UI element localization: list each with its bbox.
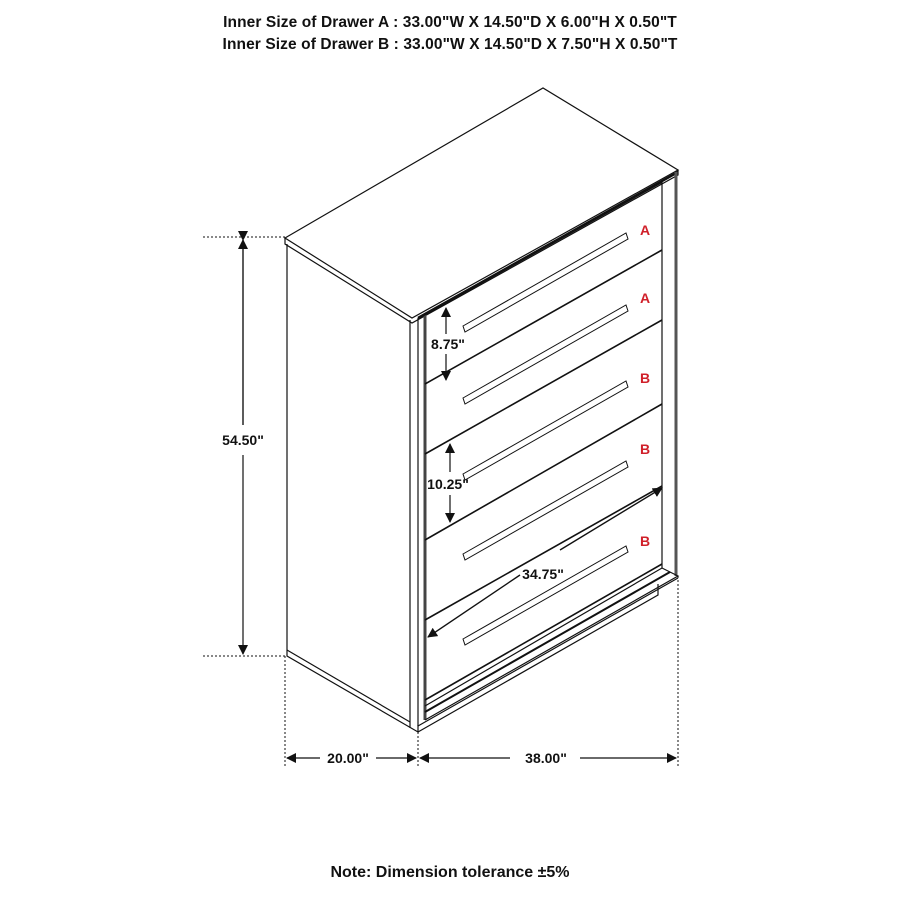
tolerance-note: Note: Dimension tolerance ±5% — [330, 864, 570, 881]
depth-label: 20.00" — [327, 750, 369, 766]
drawer-label-4: B — [640, 441, 650, 457]
drawer-label-5: B — [640, 533, 650, 549]
chest-body — [283, 87, 680, 734]
handle-icon — [462, 545, 629, 646]
handle-icon — [462, 232, 629, 333]
drawer-b-height-label: 10.25" — [427, 476, 469, 492]
drawer-a-inner-size: Inner Size of Drawer A : 33.00"W X 14.50… — [223, 14, 677, 31]
handle-icon — [462, 380, 629, 481]
drawer-label-2: A — [640, 290, 650, 306]
drawer-divider — [424, 319, 663, 455]
drawer-divider — [424, 485, 663, 621]
handle-icon — [462, 304, 629, 405]
drawer-width-label: 34.75" — [522, 566, 564, 582]
drawer-labels: A A B B B — [640, 222, 650, 549]
handle-icon — [462, 460, 629, 561]
drawer-divider — [424, 249, 663, 385]
drawer-label-3: B — [640, 370, 650, 386]
drawer-label-1: A — [640, 222, 650, 238]
drawer-handles — [462, 232, 629, 646]
drawer-divider — [424, 403, 663, 541]
drawer-a-height-label: 8.75" — [431, 336, 465, 352]
height-label: 54.50" — [222, 432, 264, 448]
drawer-width-dimension — [427, 487, 663, 638]
width-label: 38.00" — [525, 750, 567, 766]
base-side — [286, 650, 419, 734]
plinth-front — [417, 584, 659, 733]
drawer-b-inner-size: Inner Size of Drawer B : 33.00"W X 14.50… — [222, 36, 678, 53]
drawer-divider — [424, 563, 663, 701]
